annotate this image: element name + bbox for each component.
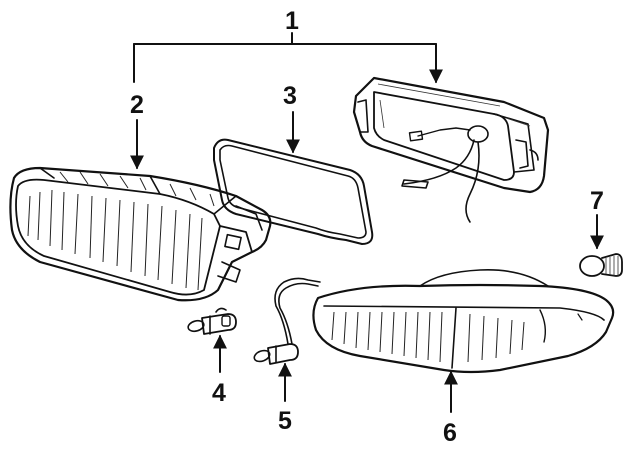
callout-3: 3 <box>283 82 297 110</box>
callout-6: 6 <box>443 419 457 447</box>
headlamp-lens-icon <box>9 166 272 302</box>
gasket-icon <box>213 138 374 245</box>
miniature-bulb-icon <box>579 253 623 277</box>
leader-1 <box>133 32 443 84</box>
callout-4: 4 <box>212 379 226 407</box>
halogen-bulb-icon <box>187 307 237 335</box>
callout-7: 7 <box>590 187 604 215</box>
bulb-socket-icon <box>253 277 321 365</box>
callout-5: 5 <box>278 407 292 435</box>
turn-signal-lens-icon <box>312 269 615 374</box>
callout-2: 2 <box>130 91 144 119</box>
callout-1: 1 <box>285 7 299 35</box>
lamp-housing-icon <box>352 76 550 223</box>
